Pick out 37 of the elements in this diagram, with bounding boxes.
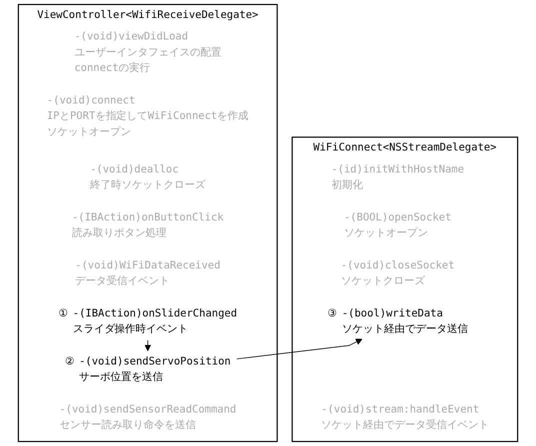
method-description: ソケットクローズ bbox=[340, 275, 425, 288]
method-description: connectの実行 bbox=[74, 62, 150, 74]
method-description: 読み取りボタン処理 bbox=[72, 227, 166, 240]
method-signature: -(void)dealloc bbox=[90, 163, 179, 176]
step-number: ③ bbox=[328, 306, 338, 322]
arrow bbox=[236, 338, 362, 360]
method-signature: -(void)stream:handleEvent bbox=[321, 403, 480, 416]
arrow bbox=[144, 340, 152, 352]
method-description: ソケット経由でデータ送信 bbox=[342, 323, 468, 336]
method-description: サーボ位置を送信 bbox=[79, 371, 164, 384]
method-signature: -(void)connect bbox=[46, 94, 136, 106]
class-panel bbox=[18, 4, 278, 442]
method-description: データ受信イベント bbox=[75, 275, 170, 288]
method-description: 終了時ソケットクローズ bbox=[90, 179, 206, 192]
method-description: IPとPORTを指定してWiFiConnectを作成 bbox=[46, 110, 249, 122]
method-signature: -(id)initWithHostName bbox=[331, 163, 464, 176]
method-signature: -(void)viewDidLoad bbox=[74, 30, 188, 43]
method-description: ソケットオープン bbox=[46, 126, 131, 138]
step-number: ② bbox=[64, 354, 75, 370]
method-signature: -(void)sendSensorReadCommand bbox=[59, 403, 236, 416]
method-signature: -(void)sendServoPosition bbox=[79, 355, 231, 368]
class-name: WiFiConnect<NSStreamDelegate> bbox=[313, 140, 497, 156]
method-signature: -(IBAction)onButtonClick bbox=[72, 211, 224, 224]
method-description: ソケットオープン bbox=[344, 227, 428, 240]
method-signature: -(void)closeSocket bbox=[340, 259, 455, 272]
method-description: ソケット経由でデータ受信イベント bbox=[321, 419, 490, 431]
method-signature: -(void)WiFiDataReceived bbox=[75, 259, 220, 272]
step-number: ① bbox=[58, 306, 68, 322]
method-signature: -(IBAction)onSliderChanged bbox=[72, 307, 238, 320]
method-description: センサー読み取り命令を送信 bbox=[59, 419, 196, 431]
method-signature: -(bool)writeData bbox=[342, 307, 443, 320]
class-panel bbox=[292, 136, 518, 442]
method-description: ユーザーインタフェイスの配置 bbox=[74, 46, 222, 58]
method-description: 初期化 bbox=[331, 179, 363, 192]
method-description: スライダ操作時イベント bbox=[72, 323, 188, 336]
class-name: ViewController<WifiReceiveDelegate> bbox=[37, 8, 258, 23]
method-signature: -(BOOL)openSocket bbox=[344, 211, 452, 224]
